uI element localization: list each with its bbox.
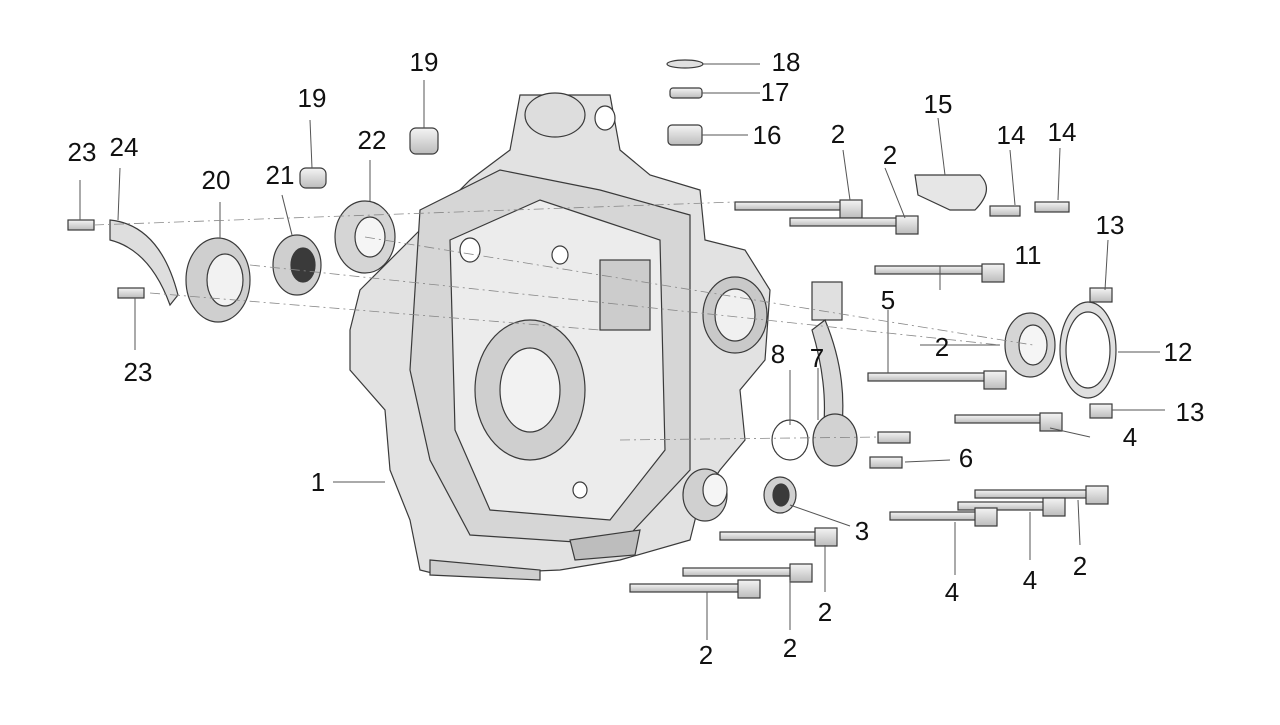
callout-13: 13 bbox=[1095, 210, 1125, 240]
right-parts bbox=[629, 174, 1117, 599]
callout-22: 22 bbox=[357, 125, 387, 155]
callout-2: 2 bbox=[1072, 551, 1088, 581]
callout-12: 12 bbox=[1163, 337, 1193, 367]
callout-20: 20 bbox=[201, 165, 231, 195]
callout-4: 4 bbox=[944, 577, 960, 607]
callout-19: 19 bbox=[409, 47, 439, 77]
leader-lines bbox=[79, 63, 1165, 640]
callout-17: 17 bbox=[760, 77, 790, 107]
callout-5: 5 bbox=[880, 285, 896, 315]
callout-8: 8 bbox=[770, 339, 786, 369]
callout-13: 13 bbox=[1175, 397, 1205, 427]
callout-2: 2 bbox=[817, 597, 833, 627]
callout-2: 2 bbox=[698, 640, 714, 670]
callout-2: 2 bbox=[934, 332, 950, 362]
callout-2: 2 bbox=[882, 140, 898, 170]
callout-4: 4 bbox=[1022, 565, 1038, 595]
callout-6: 6 bbox=[958, 443, 974, 473]
callout-23: 23 bbox=[123, 357, 153, 387]
callout-7: 7 bbox=[809, 343, 825, 373]
callout-2: 2 bbox=[782, 633, 798, 663]
crankcase-half bbox=[349, 92, 771, 581]
callout-21: 21 bbox=[265, 160, 295, 190]
callout-16: 16 bbox=[752, 120, 782, 150]
centre-lines bbox=[93, 201, 1034, 441]
callout-11: 11 bbox=[1014, 240, 1042, 270]
callout-3: 3 bbox=[854, 516, 870, 546]
callout-15: 15 bbox=[923, 89, 953, 119]
callout-1: 1 bbox=[310, 467, 326, 497]
top-stack bbox=[666, 59, 704, 146]
callout-23: 23 bbox=[67, 137, 97, 167]
callout-2: 2 bbox=[830, 119, 846, 149]
callout-18: 18 bbox=[771, 47, 801, 77]
callout-24: 24 bbox=[109, 132, 139, 162]
callout-14: 14 bbox=[1047, 117, 1077, 147]
callout-19: 19 bbox=[297, 83, 327, 113]
left-parts bbox=[67, 127, 439, 323]
callout-4: 4 bbox=[1122, 422, 1138, 452]
callout-14: 14 bbox=[996, 120, 1026, 150]
